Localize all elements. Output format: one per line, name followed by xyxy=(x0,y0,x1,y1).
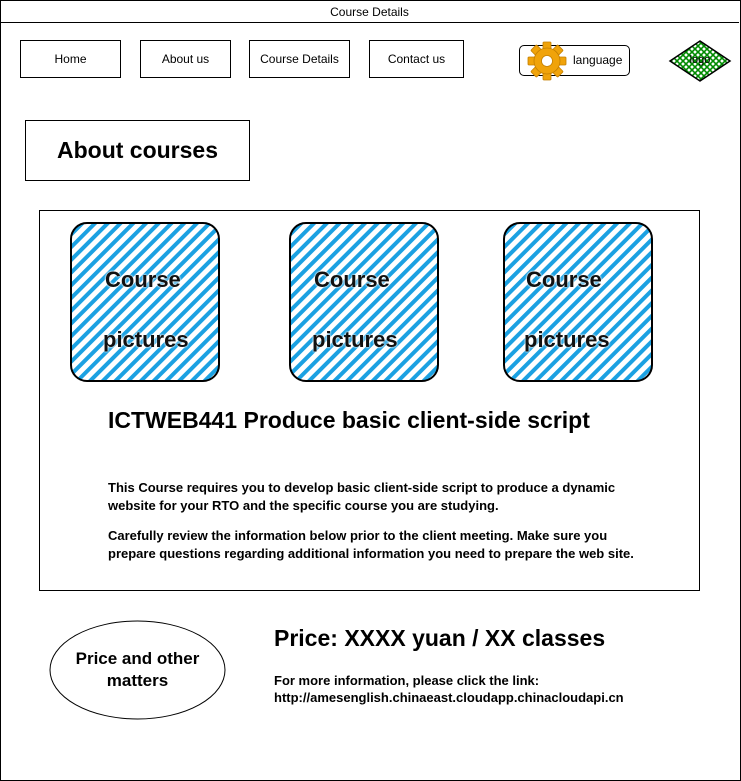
logo-label: logo xyxy=(689,54,711,66)
course-content-box: Course pictures Course pictures Course p… xyxy=(39,210,700,591)
course-picture-3: Course pictures xyxy=(502,221,654,383)
course-title: ICTWEB441 Produce basic client-side scri… xyxy=(108,407,590,433)
nav-contact-button[interactable]: Contact us xyxy=(369,40,464,78)
course-picture-1: Course pictures xyxy=(69,221,221,383)
course-picture-2: Course pictures xyxy=(288,221,440,383)
logo: logo xyxy=(668,40,732,82)
nav-home-button[interactable]: Home xyxy=(20,40,121,78)
nav-course-details-button[interactable]: Course Details xyxy=(249,40,350,78)
course-description: This Course requires you to develop basi… xyxy=(108,480,616,513)
picture-label-line1: Course xyxy=(105,267,181,292)
more-info-text: For more information, please click the l… xyxy=(274,673,540,688)
course-instructions: Carefully review the information below p… xyxy=(108,528,634,561)
price-text: Price: XXXX yuan / XX classes xyxy=(274,625,606,651)
more-info-link[interactable]: http://amesenglish.chinaeast.cloudapp.ch… xyxy=(274,690,624,705)
gear-icon xyxy=(527,41,567,81)
price-oval-label: Price and other matters xyxy=(75,649,200,690)
logo-diamond-icon xyxy=(668,40,732,82)
section-heading: About courses xyxy=(25,120,250,181)
language-label: language xyxy=(573,53,623,67)
price-oval: Price and other matters xyxy=(49,620,226,720)
picture-label-line1: Course xyxy=(314,267,390,292)
language-button[interactable]: language xyxy=(519,41,630,81)
window-title: Course Details xyxy=(0,0,739,23)
picture-label-line2: pictures xyxy=(524,327,610,352)
nav-about-button[interactable]: About us xyxy=(140,40,231,78)
more-info: For more information, please click the l… xyxy=(274,672,624,706)
picture-label-line1: Course xyxy=(526,267,602,292)
picture-label-line2: pictures xyxy=(103,327,189,352)
picture-label-line2: pictures xyxy=(312,327,398,352)
